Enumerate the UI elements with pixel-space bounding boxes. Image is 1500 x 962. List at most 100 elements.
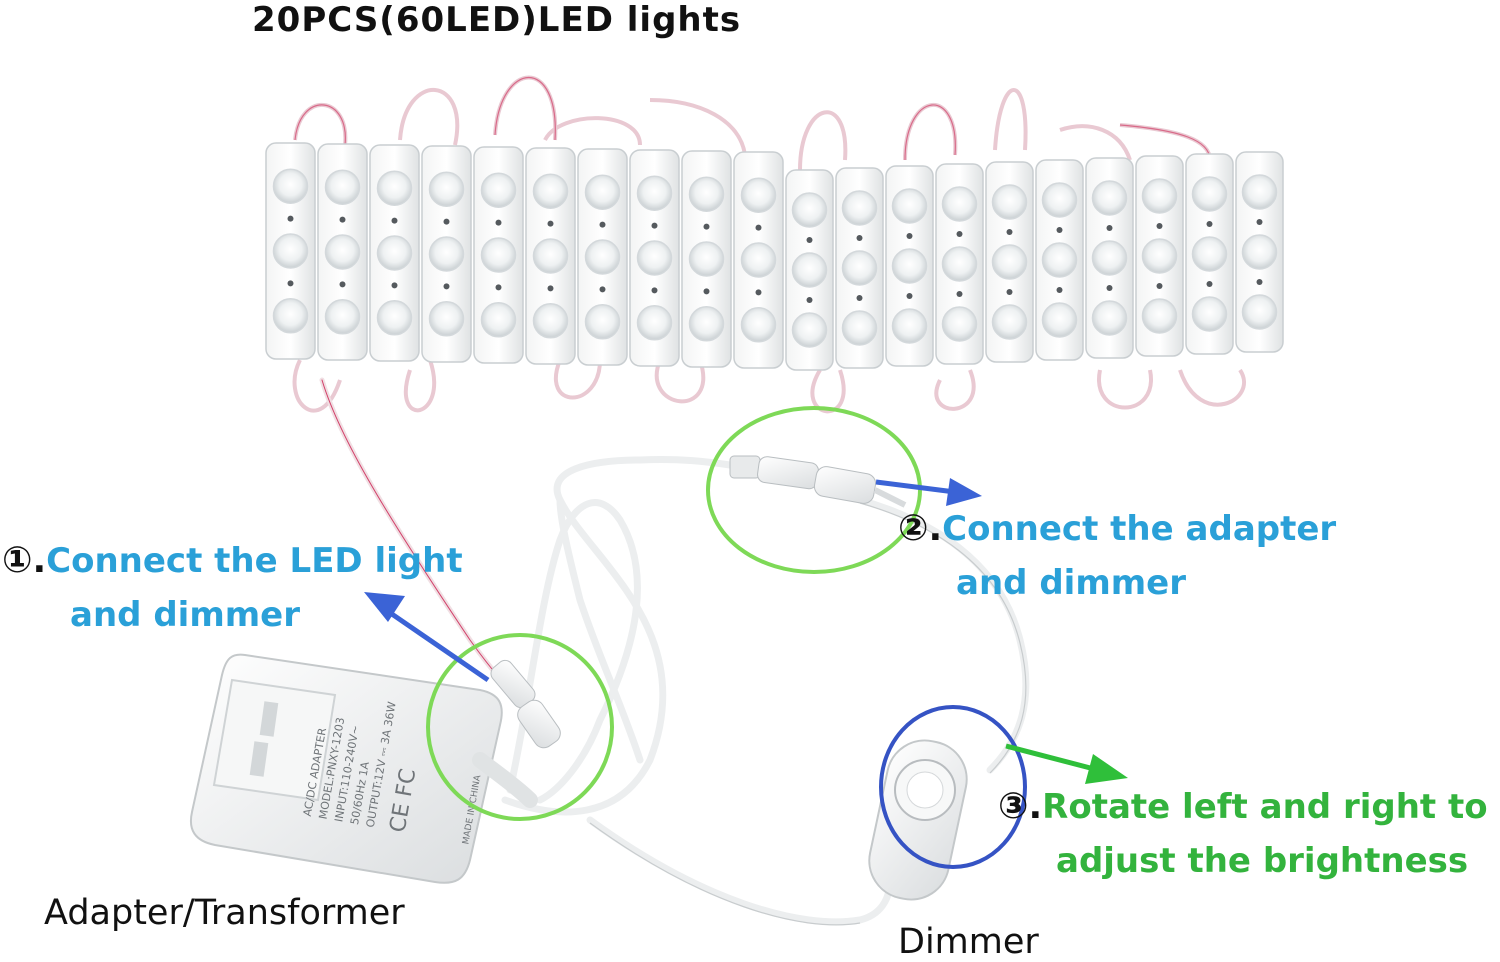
led-lens (740, 242, 777, 278)
led-lens (791, 312, 828, 348)
page-title: 20PCS(60LED)LED lights (252, 0, 742, 40)
step-3-callout: ③.Rotate left and right to adjust the br… (998, 780, 1488, 888)
led-module (935, 163, 984, 365)
led-lens (891, 248, 928, 284)
led-lens (791, 252, 828, 288)
step-text-line2: and dimmer (70, 595, 300, 635)
led-lens (688, 176, 725, 212)
led-lens (272, 168, 309, 204)
led-lens (841, 190, 878, 226)
led-lens (480, 172, 517, 208)
led-lens (740, 177, 777, 213)
step-number: ③. (998, 786, 1043, 827)
led-lens (941, 306, 978, 342)
led-module (421, 145, 472, 363)
led-lens (324, 234, 361, 270)
arrow-right-icon (1005, 743, 1128, 784)
led-lens (428, 301, 465, 337)
step-2-callout: ②.Connect the adapter and dimmer (898, 502, 1336, 610)
led-lens (1241, 234, 1278, 270)
led-lens (688, 306, 725, 342)
led-module (473, 146, 524, 364)
led-lens (376, 300, 413, 336)
led-lens (428, 236, 465, 272)
led-module-group-left (265, 142, 784, 369)
led-wires (292, 75, 1246, 414)
power-adapter: AC/DC ADAPTER MODEL:PNXY-1203 INPUT:110-… (190, 653, 538, 884)
led-lens (1141, 178, 1178, 214)
led-module (1085, 157, 1134, 359)
led-lens (1241, 174, 1278, 210)
led-module (885, 165, 934, 367)
led-connector (490, 659, 561, 749)
led-lens (376, 235, 413, 271)
led-lens (324, 169, 361, 205)
led-lens (740, 307, 777, 343)
led-module (1035, 159, 1084, 361)
led-lens (1041, 242, 1078, 278)
led-lens (480, 237, 517, 273)
led-lens (941, 246, 978, 282)
step-text-line1: Rotate left and right to (1042, 787, 1488, 827)
led-module (785, 169, 834, 371)
led-lens (841, 250, 878, 286)
highlight-circle-step3 (879, 705, 1027, 869)
led-lens (991, 184, 1028, 220)
step-number: ①. (2, 540, 47, 581)
arrow-up-left-icon (364, 592, 490, 683)
step-text-line2: adjust the brightness (1056, 841, 1469, 881)
led-lens (428, 171, 465, 207)
dimmer-switch (868, 739, 968, 901)
dc-connector (729, 455, 907, 508)
led-lens (688, 241, 725, 277)
step-text-line1: Connect the adapter (942, 509, 1337, 549)
led-module (985, 161, 1034, 363)
step-text-line1: Connect the LED light (46, 541, 463, 581)
led-lens (1091, 240, 1128, 276)
led-lens (1141, 298, 1178, 334)
led-lens (1041, 302, 1078, 338)
led-module (681, 150, 732, 368)
led-lens (791, 192, 828, 228)
adapter-caption: Adapter/Transformer (44, 893, 405, 933)
led-lens (841, 310, 878, 346)
led-module (525, 147, 576, 365)
step-1-callout: ①.Connect the LED light and dimmer (2, 534, 463, 642)
led-lens (1241, 294, 1278, 330)
dimmer-caption: Dimmer (898, 922, 1039, 962)
led-module (265, 142, 316, 360)
led-module (1235, 151, 1284, 353)
led-module (835, 167, 884, 369)
led-lens (941, 186, 978, 222)
led-lens (1191, 236, 1228, 272)
led-lens (584, 304, 621, 340)
led-lens (636, 305, 673, 341)
led-lens (1091, 180, 1128, 216)
led-lens (532, 173, 569, 209)
led-lens (584, 174, 621, 210)
arrow-right-icon (875, 478, 982, 506)
led-lens (1041, 182, 1078, 218)
led-lens (376, 170, 413, 206)
led-module (733, 151, 784, 369)
led-module (317, 143, 368, 361)
led-lens (636, 240, 673, 276)
led-module (629, 149, 680, 367)
led-lens (1141, 238, 1178, 274)
led-lens (1091, 300, 1128, 336)
highlight-circle-step2 (706, 406, 922, 574)
led-lens (272, 298, 309, 334)
led-lens (584, 239, 621, 275)
step-number: ②. (898, 508, 943, 549)
led-module-group-right (785, 151, 1284, 371)
led-module (369, 144, 420, 362)
led-lens (1191, 296, 1228, 332)
step-text-line2: and dimmer (956, 563, 1186, 603)
led-module (577, 148, 628, 366)
led-module (1135, 155, 1184, 357)
led-lens (891, 308, 928, 344)
highlight-circle-step1 (426, 633, 614, 821)
led-lens (891, 188, 928, 224)
led-lens (1191, 176, 1228, 212)
